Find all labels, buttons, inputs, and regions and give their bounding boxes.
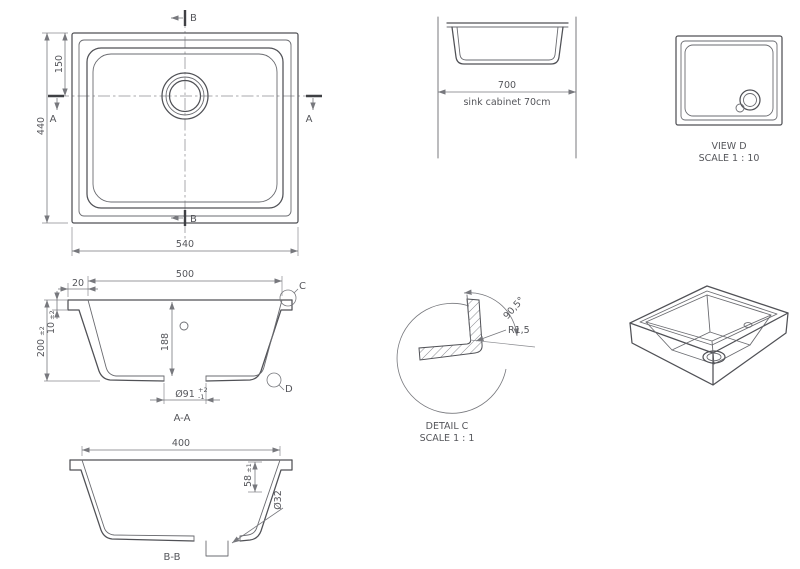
detail-section-band <box>418 298 483 361</box>
viewd-scale: SCALE 1 : 10 <box>699 153 760 164</box>
detail-angle-arc <box>463 289 519 337</box>
aa-detail-c-circle <box>279 289 297 307</box>
cabinet-side-lines <box>437 16 577 159</box>
aa-dim-opening: 500 <box>176 269 194 280</box>
cabinet-caption: sink cabinet 70cm <box>463 97 550 108</box>
cabinet-dim-width: 700 <box>498 80 516 91</box>
detail-title: DETAIL C <box>426 421 469 432</box>
plan-view: A A B B 440 150 540 <box>36 10 322 256</box>
viewd-drain-outer-circle <box>739 89 761 111</box>
bb-inner-profile <box>81 459 281 537</box>
aa-dim-flange: 20 <box>72 278 84 289</box>
section-a-label-left: A <box>50 114 57 125</box>
section-a-label-right: A <box>306 114 313 125</box>
section-aa: 500 20 10 ±2 200 ±2 188 Ø91 +2 -1 C D A-… <box>36 269 306 424</box>
sink-outer-profile <box>451 26 564 65</box>
iso-drain-inner <box>706 352 722 362</box>
plan-dim-drain-offset: 150 <box>54 55 65 73</box>
aa-dim-rim-tol: ±2 <box>48 310 56 320</box>
bb-dim-opening: 400 <box>172 438 190 449</box>
aa-detail-d-leader <box>278 384 285 391</box>
aa-outer-profile <box>67 299 293 382</box>
viewd-drain-inner-circle <box>743 93 757 107</box>
view-d: VIEW D SCALE 1 : 10 <box>675 35 783 164</box>
aa-dim-drain-tol-upper: +2 <box>198 386 208 394</box>
detail-radius-leader <box>475 329 507 342</box>
detail-radius-dim: R1,5 <box>508 325 530 336</box>
viewd-overflow-hole <box>735 103 745 113</box>
aa-dim-height-tol: ±2 <box>38 326 46 336</box>
aa-detail-d-label: D <box>285 384 293 395</box>
aa-detail-c-label: C <box>299 281 306 292</box>
bb-dim-outlet: Ø32 <box>273 490 284 510</box>
viewd-basin-edge <box>684 44 774 117</box>
front-elevation: 700 sink cabinet 70cm <box>437 16 577 159</box>
plan-drain-inner-circle <box>168 79 202 113</box>
detail-scale: SCALE 1 : 1 <box>420 433 475 444</box>
bb-dim-depth-tol: ±1 <box>245 463 253 473</box>
isometric-view <box>629 285 789 386</box>
section-b-label-top: B <box>190 13 197 24</box>
detail-c: 90,5° R1,5 DETAIL C SCALE 1 : 1 <box>396 289 536 444</box>
bb-drain-outlet <box>205 540 229 557</box>
iso-basin-corner-edges <box>645 294 772 365</box>
detail-angle-reference-line <box>469 339 536 348</box>
iso-overflow-hole <box>743 322 753 328</box>
iso-inner-rim <box>639 290 778 346</box>
aa-detail-c-leader <box>293 288 299 294</box>
bb-outer-profile <box>69 459 293 542</box>
bb-dim-depth: 58 <box>243 475 254 487</box>
iso-drain-outer <box>702 350 726 364</box>
aa-detail-d-circle <box>266 372 282 388</box>
bb-view-label: B-B <box>164 552 181 563</box>
sink-inner-profile <box>456 26 559 61</box>
plan-dim-height: 440 <box>36 117 47 135</box>
section-b-label-bottom: B <box>190 214 197 225</box>
plan-drain-outer-circle <box>161 72 209 120</box>
aa-dim-rim: 10 <box>46 322 57 334</box>
viewd-rim-edge <box>680 40 778 121</box>
aa-dim-height: 200 <box>36 339 47 357</box>
plan-basin-bottom-edge <box>92 53 278 203</box>
bb-drain-hole-edges <box>193 535 241 542</box>
plan-extension-lines <box>42 32 299 256</box>
aa-extension-lines <box>44 276 283 404</box>
iso-basin-bottom <box>671 331 751 365</box>
aa-dim-drain-tol-lower: -1 <box>198 393 204 401</box>
plan-drain-ring <box>165 76 205 116</box>
plan-basin-opening <box>86 47 284 209</box>
aa-dim-depth: 188 <box>160 333 171 351</box>
section-bb: 400 58 ±1 Ø32 B-B <box>69 438 293 563</box>
aa-view-label: A-A <box>174 413 191 424</box>
aa-inner-profile <box>87 299 283 377</box>
detail-boundary-arc <box>396 302 507 414</box>
viewd-outer-edge <box>675 35 783 126</box>
plan-dim-width: 540 <box>176 239 194 250</box>
iso-outer-body-edges <box>629 312 789 386</box>
aa-dim-drain: Ø91 <box>175 389 195 400</box>
viewd-title: VIEW D <box>711 141 746 152</box>
aa-center-mark <box>179 321 189 331</box>
bb-outlet-leader <box>231 507 284 544</box>
aa-drain-hole-edges <box>163 375 207 382</box>
